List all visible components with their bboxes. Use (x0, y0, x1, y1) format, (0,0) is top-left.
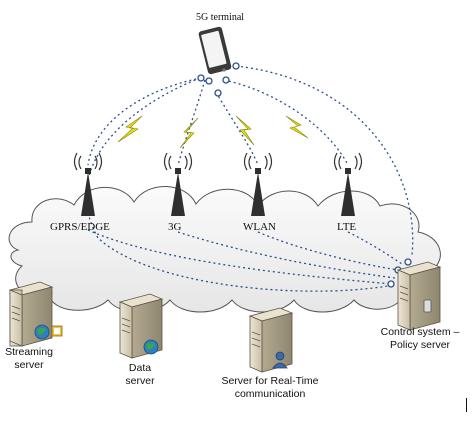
servers (8, 261, 442, 373)
link-terminal-gprs (87, 77, 202, 166)
link-endpoints (197, 62, 412, 288)
server-label-streaming: Streaming server (0, 346, 58, 372)
endpoint (387, 280, 395, 288)
globe-icon (34, 324, 50, 340)
server-label-line: Streaming (5, 346, 53, 358)
server-label-line: Server for Real-Time (221, 375, 319, 387)
network-label-lte: LTE (337, 221, 357, 233)
link-wlan-control (257, 231, 399, 271)
phone-icon (423, 299, 432, 313)
lightning-icon (117, 115, 143, 143)
antenna-icon (163, 152, 193, 216)
terminal-icon (198, 26, 232, 75)
server-label-data: Data server (115, 362, 165, 388)
server-label-line: server (14, 359, 44, 371)
server-label-realtime: Server for Real-Time communication (210, 375, 330, 401)
network-label-gprs: GPRS/EDGE (50, 221, 110, 233)
terminal-label: 5G terminal (196, 12, 245, 23)
cloud (8, 186, 441, 313)
link-terminal-control-arc (85, 77, 389, 292)
lightning-icon (179, 117, 199, 149)
antenna-icon (243, 152, 273, 216)
server-icon (8, 281, 54, 347)
media-icon (51, 325, 63, 337)
lightning-icon (285, 115, 309, 139)
lightning-icon (235, 115, 255, 146)
user-icon (272, 351, 288, 369)
link-lte-control (347, 231, 403, 265)
endpoint (222, 76, 230, 84)
antennas (73, 152, 363, 216)
wireless-signals (117, 115, 309, 149)
connection-links (85, 65, 414, 292)
link-terminal-3g (177, 79, 206, 166)
globe-icon (143, 339, 159, 355)
server-label-line: Control system – (380, 326, 460, 338)
server-label-line: Data (128, 362, 152, 374)
server-label-line: communication (234, 388, 306, 400)
link-terminal-wlan (215, 91, 259, 166)
endpoint (205, 77, 213, 85)
network-label-3g: 3G (168, 221, 182, 233)
server-label-control: Control system – Policy server (370, 326, 470, 352)
antenna-icon (333, 152, 363, 216)
antenna-icon (73, 152, 103, 216)
endpoint (404, 258, 412, 266)
link-terminal-control-right (235, 65, 414, 256)
endpoint (232, 62, 240, 70)
server-icon (248, 307, 294, 373)
server-label-line: server (125, 375, 155, 387)
endpoint (197, 74, 205, 82)
endpoint (214, 89, 222, 97)
link-terminal-lte (223, 79, 349, 166)
link-gprs-control (87, 229, 393, 285)
text-cursor (466, 398, 467, 412)
server-icon (396, 261, 442, 331)
server-label-line: Policy server (389, 339, 451, 351)
network-label-wlan: WLAN (243, 221, 276, 233)
